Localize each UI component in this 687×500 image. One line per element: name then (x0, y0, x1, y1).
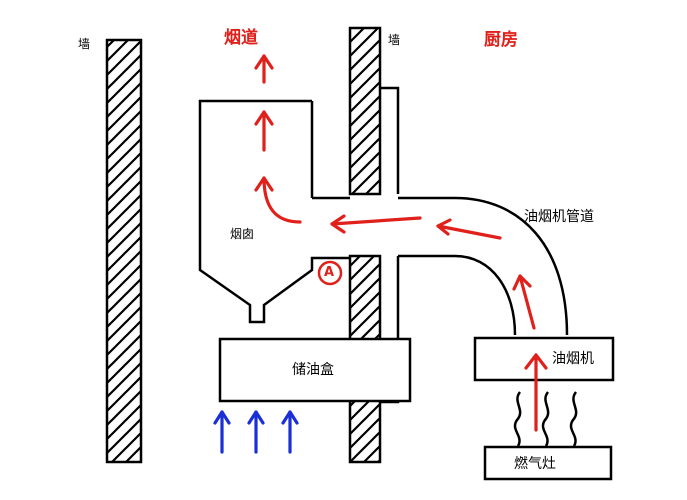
gas-stove-label: 燃气灶 (514, 456, 556, 472)
intake-arrows (213, 410, 299, 454)
wall-left-label: 墙 (78, 37, 91, 51)
oil-box-label: 储油盒 (292, 362, 334, 378)
flow-arrow-duct-3 (330, 214, 422, 234)
range-hood (473, 336, 615, 382)
oil-box (218, 337, 412, 403)
right-wall-top (348, 26, 382, 196)
hood-duct-label: 油烟机管道 (524, 209, 594, 225)
hood-duct-bottom (398, 254, 517, 336)
marker-a-label: A (324, 265, 335, 280)
intake-arrow-3 (281, 410, 299, 454)
kitchen-label: 厨房 (484, 30, 518, 50)
flow-arrow-chimney-curl (254, 176, 302, 224)
smoke-squiggle-1 (513, 391, 522, 447)
smoke-squiggle-3 (569, 391, 578, 447)
left-wall (105, 38, 143, 464)
flow-arrow-flue (254, 54, 274, 84)
flow-arrow-duct-2 (436, 218, 502, 240)
chimney-label: 烟囱 (230, 227, 255, 241)
flow-arrow-chimney-up (254, 110, 274, 152)
flow-arrow-duct-1 (512, 274, 536, 330)
flow-arrow-hood (524, 353, 548, 432)
wall-right-label: 墙 (388, 33, 401, 47)
gas-stove (483, 445, 613, 481)
smoke-squiggle-2 (541, 391, 550, 447)
intake-arrow-1 (213, 410, 231, 454)
chimney-outline (198, 99, 350, 324)
flue-label: 烟道 (224, 28, 258, 48)
intake-arrow-2 (247, 410, 265, 454)
range-hood-label: 油烟机 (552, 351, 594, 367)
marker-a-circle (317, 260, 343, 286)
hood-duct-top (398, 196, 569, 336)
flow-arrows (254, 54, 548, 432)
wall-trim-top (380, 86, 400, 194)
